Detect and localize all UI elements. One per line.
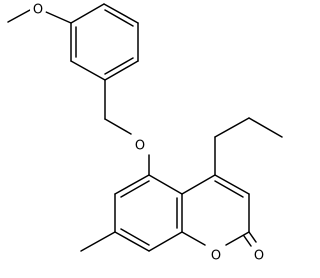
bond-ar3-ar4 [104, 60, 139, 81]
molecule-structure: O O O O [7, 2, 283, 264]
bond-c2-o1 [225, 231, 250, 246]
carbonyl-oxygen-label: O [254, 249, 264, 264]
benzyloxy-oxygen-label: O [135, 139, 145, 154]
bond-ch2-o [104, 118, 132, 135]
bond-c4-c3 [214, 174, 250, 195]
bond-ar2-ar3 [70, 60, 106, 81]
methoxy-oxygen-label: O [33, 3, 43, 18]
bond-o1-c8a [181, 231, 206, 246]
bond-ar5-ar6 [103, 3, 139, 24]
carbonyl-oxygen-atom: O [251, 248, 267, 264]
benzyloxy-oxygen-atom: O [132, 138, 148, 154]
bond-propyl1-propyl2 [214, 117, 250, 138]
bond-ar6-ar1 [70, 3, 105, 24]
bond-propyl2-propyl3 [248, 117, 283, 138]
bond-c7-methyl [80, 231, 116, 252]
bond-methoxy-o-ring [45, 11, 72, 24]
bond-c2-carbonyl [248, 231, 257, 243]
bond-c8-c7 [114, 231, 150, 252]
bond-c4-c3-inner [214, 180, 244, 198]
bond-c6-c5-inner [120, 180, 150, 198]
bond-ar5-ar6-inner [104, 9, 134, 27]
bond-c2-carbonyl-second [243, 235, 252, 247]
ring-oxygen-atom: O [208, 248, 224, 264]
bond-ar3-ar4-inner [104, 57, 134, 75]
bond-c8a-c8 [148, 231, 183, 252]
bond-c4a-c4 [181, 174, 216, 195]
methoxy-oxygen-atom: O [30, 2, 46, 18]
bond-methyl-methoxy [7, 9, 31, 23]
bond-c6-c5 [114, 174, 150, 195]
bond-c8-c7-inner [120, 228, 150, 246]
ring-oxygen-label: O [211, 249, 221, 264]
bond-c5-c4a [148, 174, 183, 195]
